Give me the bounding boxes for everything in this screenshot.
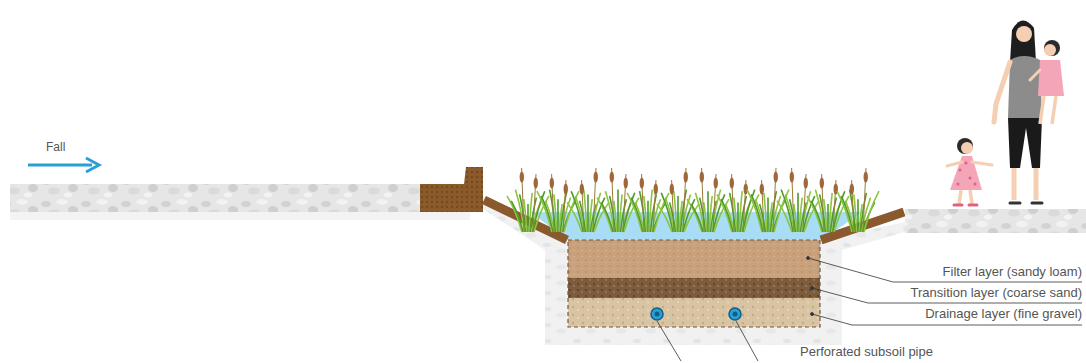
reed-blade [781,190,793,232]
reed-blade [587,194,589,232]
reed-blade [597,198,612,232]
cattail-head [594,172,598,183]
reed-blade [764,193,767,232]
subsoil-pipe [655,312,660,317]
reed-blade [857,199,859,232]
pavement [10,184,422,212]
people-figures [947,20,1064,205]
cattail-head [760,184,764,195]
reed-blade [677,196,679,232]
cattail-head [624,178,628,189]
reed-blade [617,190,619,232]
reed-clump [747,168,789,232]
cattail-head [864,172,868,183]
cattail-head [550,178,554,189]
filter-layer [568,240,820,278]
reed-blade [527,204,529,232]
reed-blade [807,196,822,232]
cattail-head [610,172,614,183]
cattail-head [790,172,794,183]
cattail-head [564,184,568,195]
footpath [905,209,1086,233]
cattail-head [684,172,688,183]
cattail-head [700,172,704,183]
reed-blade [827,204,829,232]
reed-blade [707,191,709,232]
cattail-head [520,172,524,183]
layer-label: Transition layer (coarse sand) [911,285,1082,301]
cattail-head [714,178,718,189]
cattail-head [640,178,644,189]
subsoil-pipe [651,308,663,320]
reed-plants [507,168,879,232]
fall-arrowhead [86,158,99,172]
transition-layer [568,278,820,298]
cattail-head [534,178,538,189]
reed-blade [797,193,799,232]
reed-blade [647,201,649,232]
cattail-head [774,172,778,183]
reed-blade [654,193,669,232]
cattail-head [730,178,734,189]
geotextile-outline [568,240,820,327]
cattail-head [744,184,748,195]
pavement-base [10,212,470,220]
reed-clump [567,168,609,232]
reed-blade [864,191,879,232]
cattail-head [820,178,824,189]
cattail-head [804,178,808,189]
pipe-label: Perforated subsoil pipe [800,344,933,360]
reed-blade [564,191,579,232]
reed-blade [557,199,559,232]
reed-blade [687,199,702,232]
reed-blade [584,190,587,232]
reed-clump [627,174,669,232]
cattail-head [670,184,674,195]
reed-clump [687,168,729,232]
layer-label: Drainage layer (fine gravel) [925,306,1082,322]
reed-blade [737,202,739,232]
cattail-head [580,184,584,195]
drainage-layer [568,298,820,327]
reed-clump [537,174,579,232]
flow-label: Fall [46,139,65,155]
subsoil-pipe [733,312,738,317]
reed-clump [657,168,699,232]
reed-blade [767,198,769,232]
leader-lines [657,257,1082,362]
reed-blade [674,191,677,232]
subsoil-pipe [729,308,741,320]
reed-clump [837,168,879,232]
reed-blade [571,191,583,232]
reed-blade [507,196,522,232]
layer-label: Filter layer (sandy loam) [943,264,1082,280]
fall-arrow [28,164,92,167]
reed-clump [777,168,819,232]
cattail-head [850,184,854,195]
kerb [420,167,483,212]
cattail-head [654,184,658,195]
reed-blade [854,194,857,232]
